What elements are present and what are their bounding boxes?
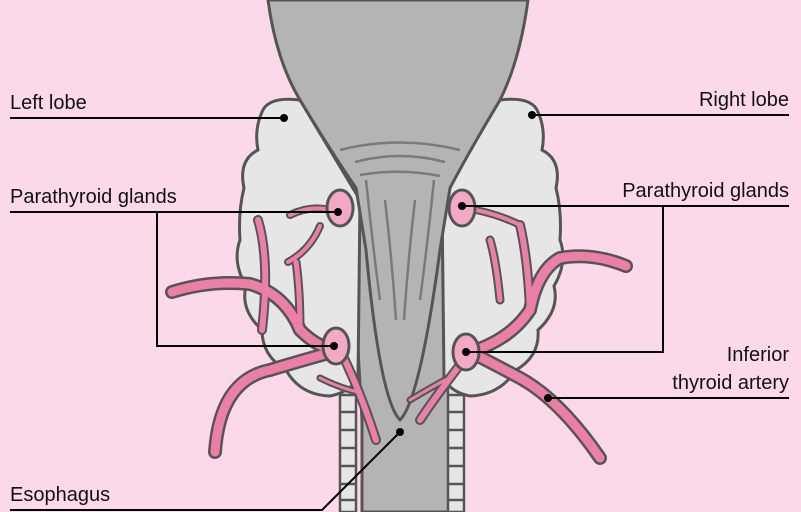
parathyroid-gland-upper-left [327,190,353,226]
esophagus-label: Esophagus [10,484,110,506]
inferior-artery-label-line2: thyroid artery [672,372,789,394]
inferior-artery-label-line1: Inferior [727,344,789,366]
parathyroid-left-label: Parathyroid glands [10,186,177,208]
right-lobe-label: Right lobe [699,89,789,111]
left-lobe-label: Left lobe [10,92,87,114]
parathyroid-right-label: Parathyroid glands [622,180,789,202]
